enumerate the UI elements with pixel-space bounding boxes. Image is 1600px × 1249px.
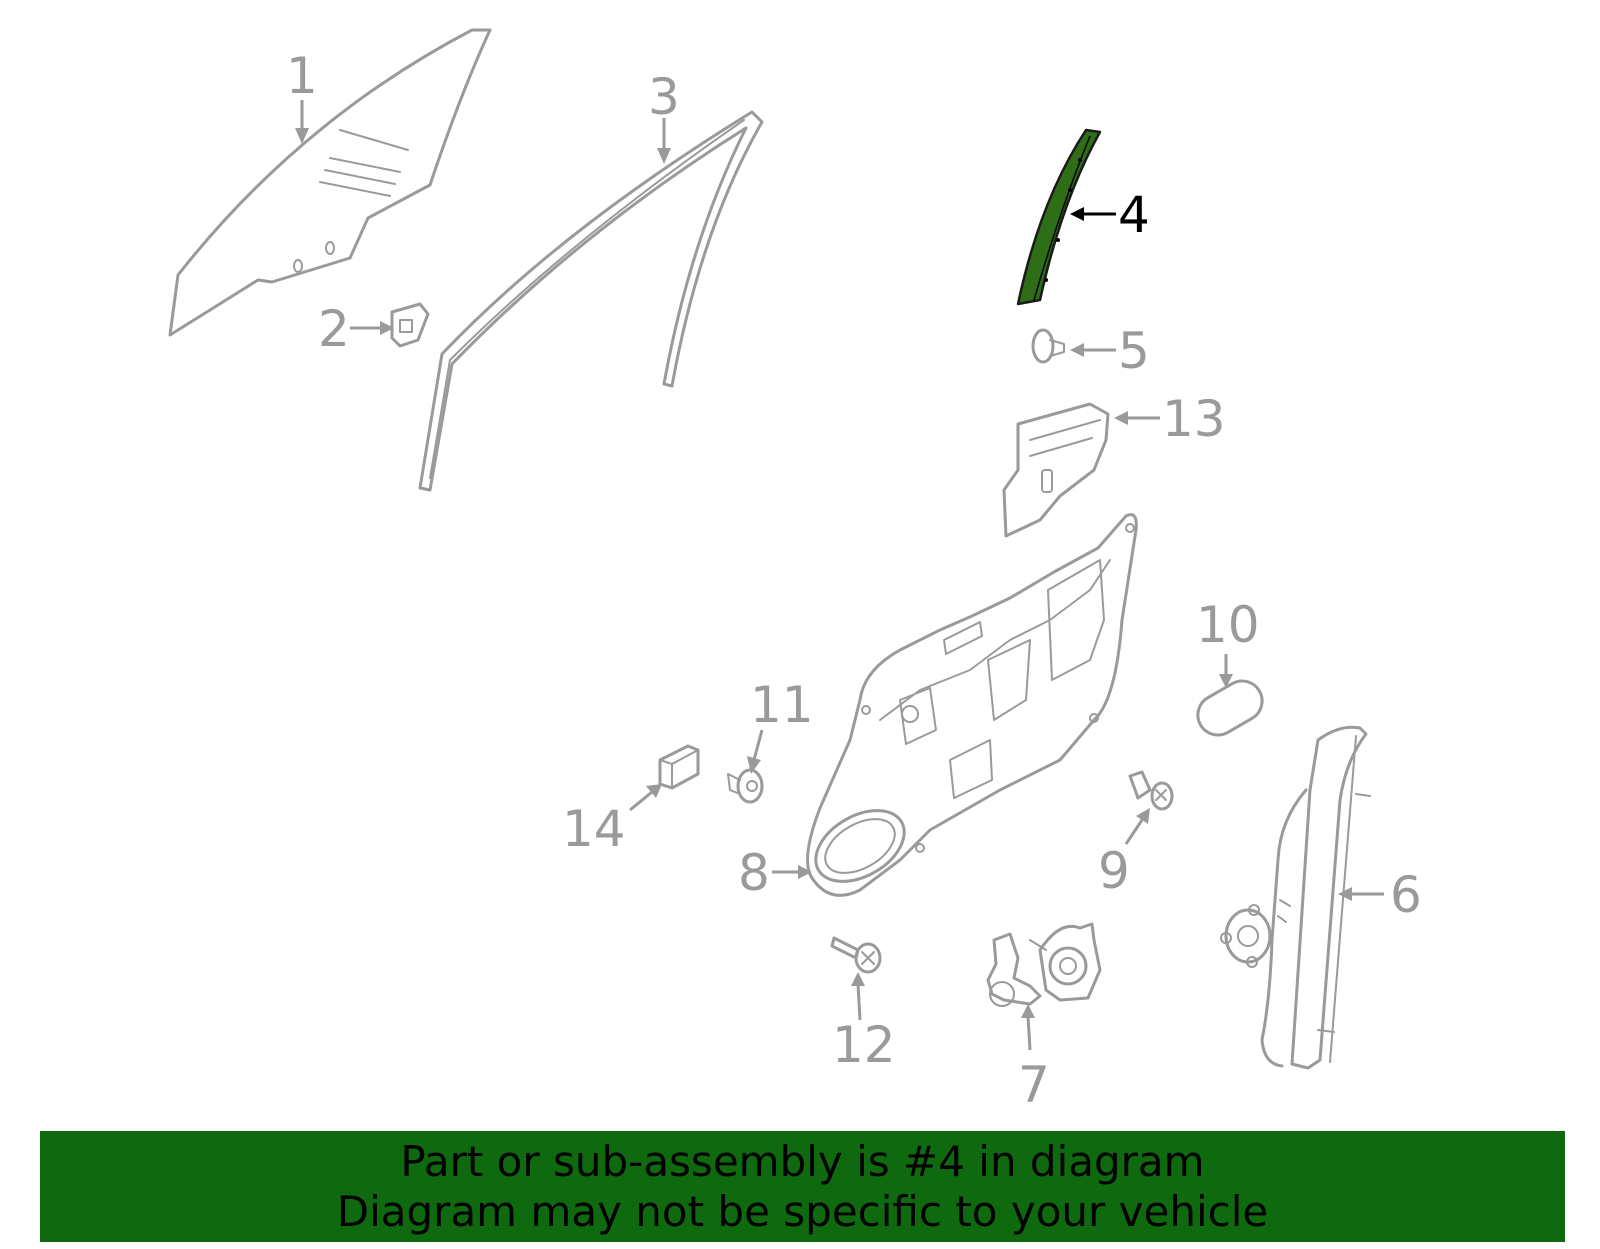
part-6-window-regulator xyxy=(1220,725,1371,1070)
part-8-door-panel xyxy=(806,513,1138,897)
part-9-fastener xyxy=(1128,770,1174,811)
part-1-door-glass xyxy=(168,28,492,337)
part-10-plug xyxy=(1196,679,1264,737)
callout-6: 6 xyxy=(1390,866,1422,924)
callout-5: 5 xyxy=(1118,322,1150,380)
part-11-push-pin xyxy=(727,768,764,804)
callout-9: 9 xyxy=(1098,842,1130,900)
info-banner: Part or sub-assembly is #4 in diagram Di… xyxy=(40,1131,1565,1242)
callout-10: 10 xyxy=(1196,596,1260,654)
part-14-block xyxy=(658,744,700,790)
callout-2: 2 xyxy=(318,300,350,358)
callout-labels: 1 2 3 4 5 6 7 8 9 10 11 12 13 14 xyxy=(286,47,1422,1114)
callout-4: 4 xyxy=(1118,186,1150,244)
part-7-window-motor xyxy=(986,922,1102,1007)
part-4-highlighted-channel xyxy=(1016,128,1102,306)
part-13-bracket xyxy=(1002,402,1110,538)
part-3-run-channel xyxy=(418,110,764,492)
callout-14: 14 xyxy=(562,800,626,858)
part-12-screw xyxy=(830,936,882,974)
callout-12: 12 xyxy=(832,1016,896,1074)
part-2-glass-clip xyxy=(390,302,430,348)
callout-11: 11 xyxy=(750,676,814,734)
callout-7: 7 xyxy=(1018,1056,1050,1114)
part-5-clip xyxy=(1031,328,1065,364)
callout-3: 3 xyxy=(648,68,680,126)
banner-line-part-number: Part or sub-assembly is #4 in diagram xyxy=(400,1136,1205,1186)
callout-13: 13 xyxy=(1162,390,1226,448)
callout-1: 1 xyxy=(286,47,318,105)
leader-arrows xyxy=(295,100,1384,1051)
callout-8: 8 xyxy=(738,844,770,902)
banner-line-disclaimer: Diagram may not be specific to your vehi… xyxy=(336,1186,1269,1236)
